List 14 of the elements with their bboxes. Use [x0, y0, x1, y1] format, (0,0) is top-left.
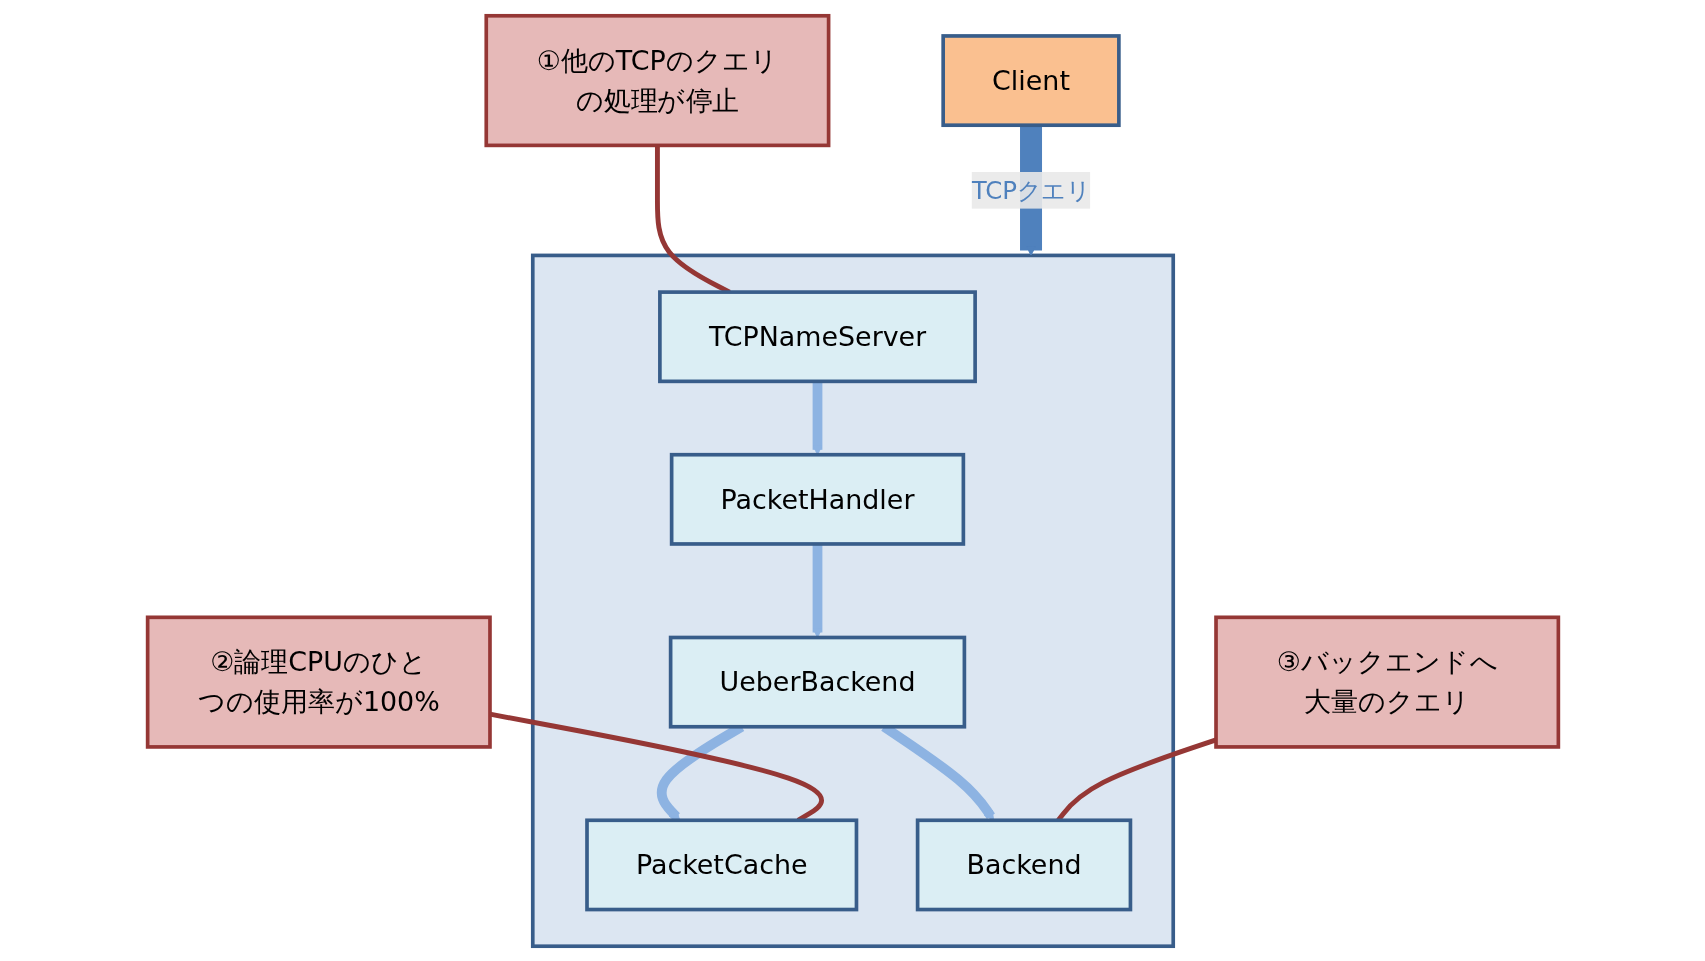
- edge-label: TCPクエリ: [971, 175, 1090, 205]
- arrow: [811, 380, 823, 455]
- arrow: [811, 543, 823, 638]
- arrow: [1019, 124, 1042, 256]
- node-box: TCPNameServer: [657, 289, 977, 383]
- node-box: ②論理CPUのひとつの使用率が100%: [145, 615, 492, 749]
- cluster: [530, 253, 1175, 948]
- node-box: PacketHandler: [669, 452, 965, 546]
- node-box: ①他のTCPのクエリの処理が停止: [483, 13, 830, 147]
- node-box: Client: [940, 33, 1121, 127]
- node-box: UeberBackend: [668, 635, 966, 729]
- node-box: ③バックエンドへ大量のクエリ: [1213, 615, 1560, 749]
- node-box: Backend: [915, 817, 1132, 911]
- node-box: PacketCache: [584, 817, 858, 911]
